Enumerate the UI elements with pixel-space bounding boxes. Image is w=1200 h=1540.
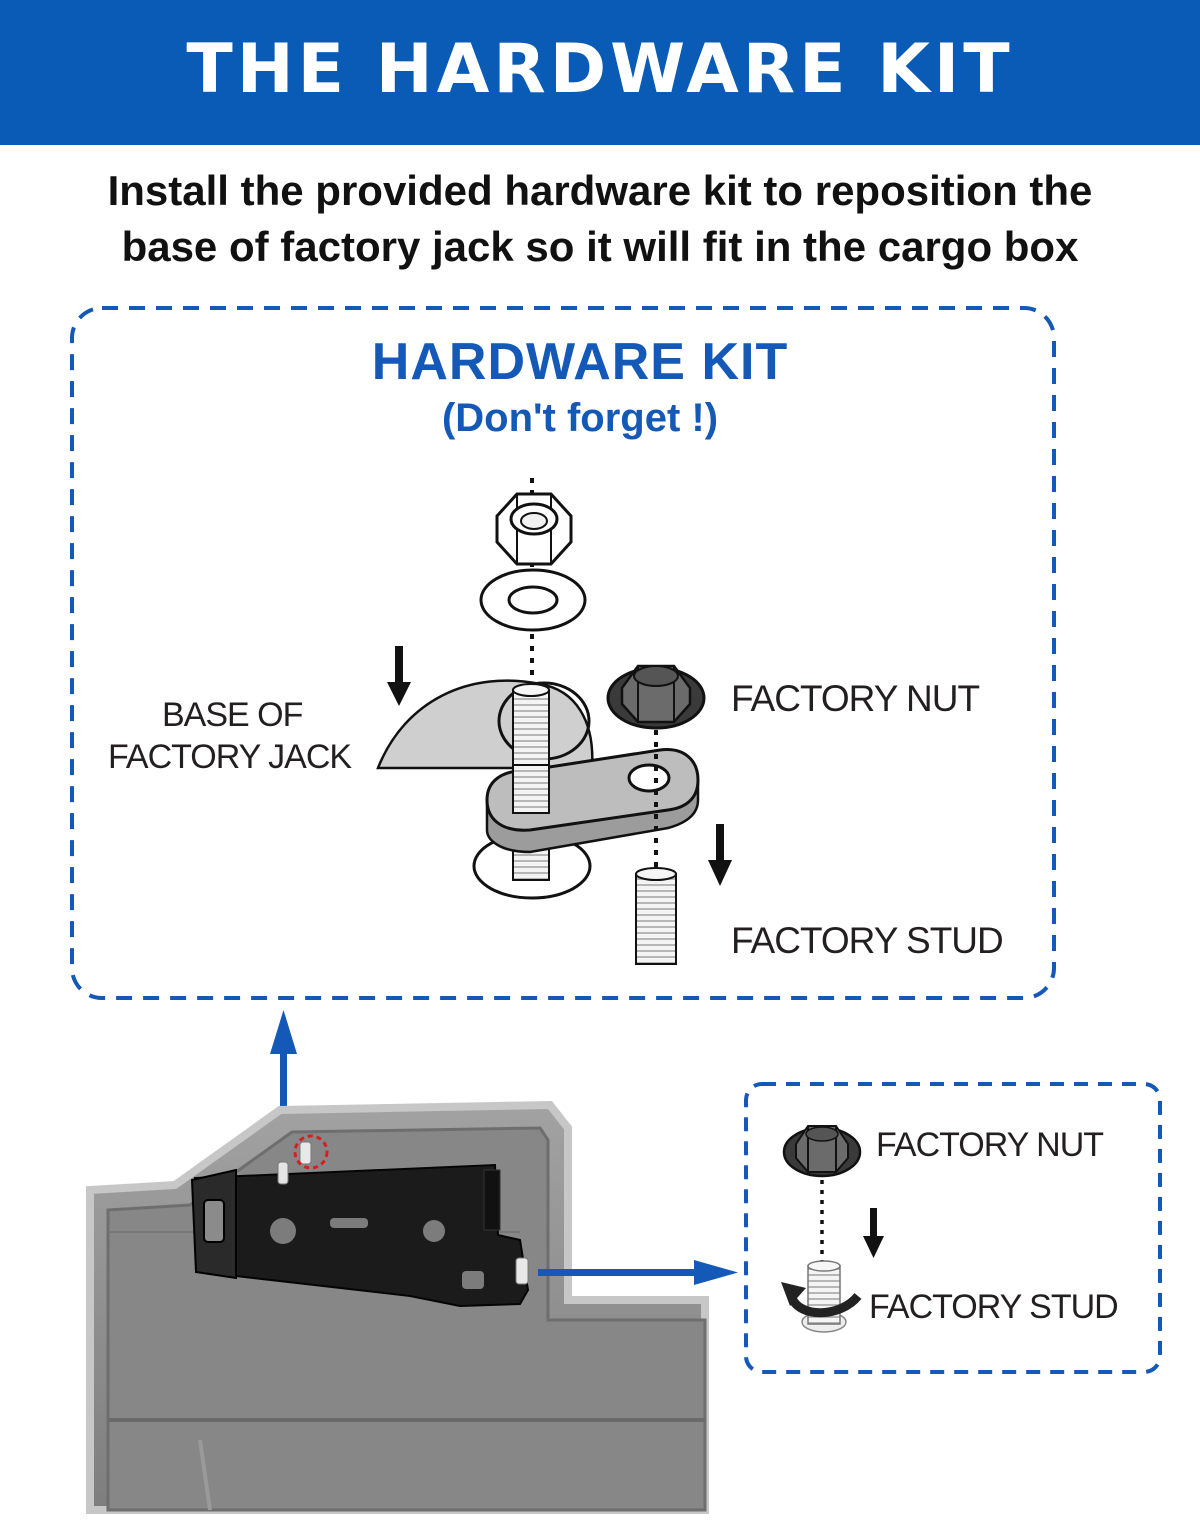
label-factory-stud: FACTORY STUD bbox=[731, 920, 1004, 961]
arrow-down-icon bbox=[708, 824, 732, 886]
detail-label-factory-stud: FACTORY STUD bbox=[869, 1288, 1119, 1326]
label-base-of: BASE OF bbox=[162, 696, 303, 734]
factory-stud-icon bbox=[801, 1260, 847, 1333]
banner-title: THE HARDWARE KIT bbox=[186, 30, 1014, 109]
highlight-circle bbox=[293, 1134, 329, 1170]
arrow-up-icon bbox=[270, 1010, 297, 1150]
factory-nut-icon bbox=[606, 664, 706, 730]
lock-nut-icon bbox=[495, 492, 573, 566]
kit-subheading: (Don't forget !) bbox=[441, 396, 719, 440]
header-banner: THE HARDWARE KIT bbox=[0, 0, 1200, 145]
rotate-arrow-icon bbox=[781, 1282, 862, 1318]
detail-label-factory-nut: FACTORY NUT bbox=[876, 1126, 1104, 1164]
cargo-tray bbox=[86, 1100, 709, 1514]
instruction-line-2: base of factory jack so it will fit in t… bbox=[121, 223, 1079, 270]
arrow-down-icon bbox=[387, 646, 411, 706]
jack-bracket-photo bbox=[190, 1141, 530, 1308]
detail-panel-border bbox=[744, 1082, 1162, 1374]
arrow-down-icon bbox=[863, 1208, 884, 1258]
label-factory-jack: FACTORY JACK bbox=[108, 738, 352, 776]
instruction-line-1: Install the provided hardware kit to rep… bbox=[107, 167, 1093, 214]
kit-panel-border bbox=[70, 306, 1056, 1000]
instruction-text: Install the provided hardware kit to rep… bbox=[0, 163, 1200, 275]
jack-base-shape bbox=[376, 679, 594, 770]
kit-heading: HARDWARE KIT bbox=[371, 333, 789, 391]
factory-nut-icon bbox=[782, 1125, 862, 1178]
washer-icon bbox=[479, 568, 587, 632]
factory-stud-icon bbox=[635, 867, 677, 965]
label-factory-nut: FACTORY NUT bbox=[731, 678, 980, 719]
arrow-right-icon bbox=[538, 1260, 738, 1285]
